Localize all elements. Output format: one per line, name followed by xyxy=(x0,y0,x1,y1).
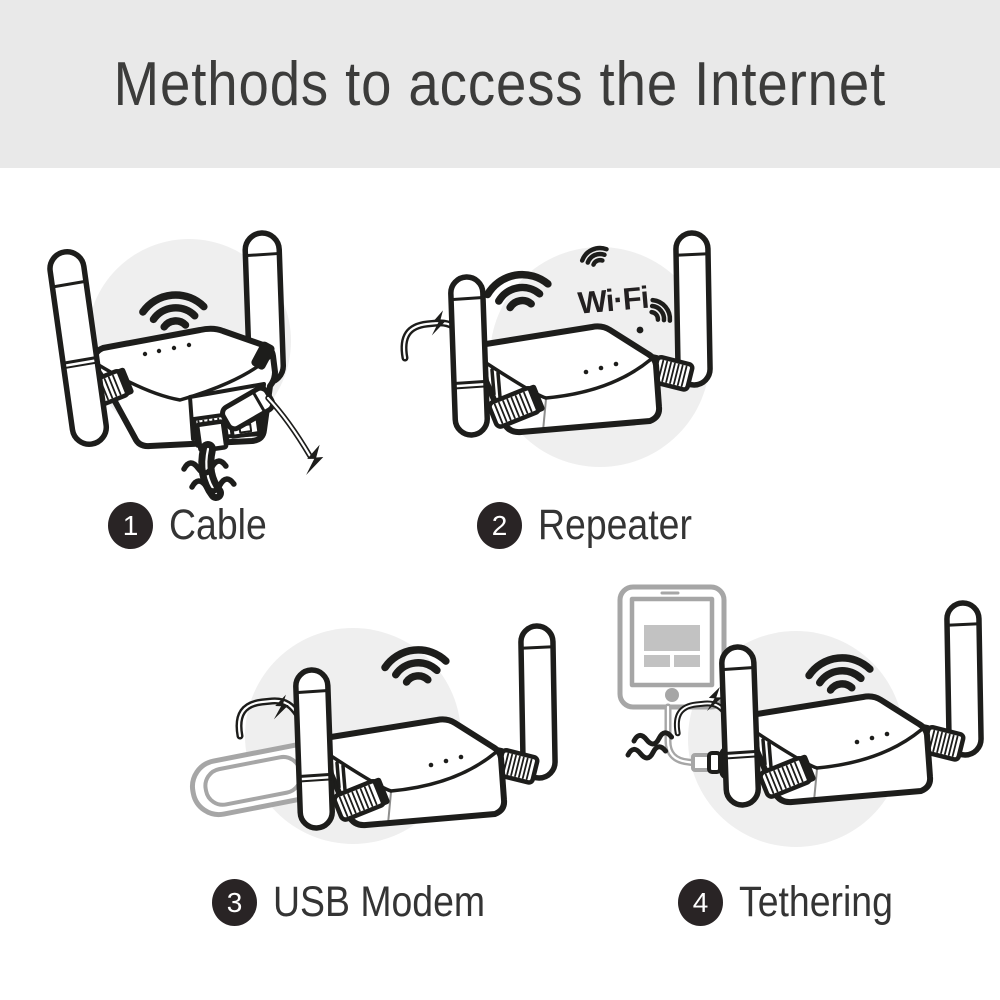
method-label-text: Tethering xyxy=(739,878,893,926)
title-bar: Methods to access the Internet xyxy=(0,0,1000,168)
wifi-logo-text: Wi·Fi xyxy=(576,280,649,321)
smartphone xyxy=(617,584,727,710)
illustration-repeater: Wi·Fi xyxy=(395,225,735,515)
method-number-badge: 3 xyxy=(212,879,257,926)
method-label-text: Cable xyxy=(169,501,267,549)
signal-waves xyxy=(627,746,666,760)
right-antenna-hinge xyxy=(251,341,275,370)
led-dots xyxy=(142,342,192,357)
home-button xyxy=(665,688,679,702)
method-label-text: Repeater xyxy=(538,501,692,549)
method-label-repeater: 2 Repeater xyxy=(477,501,715,550)
method-label-text: USB Modem xyxy=(273,878,486,926)
method-number-badge: 1 xyxy=(108,502,153,549)
method-number-badge: 2 xyxy=(477,502,522,549)
page-title: Methods to access the Internet xyxy=(113,49,887,119)
method-label-tethering: 4 Tethering xyxy=(678,878,916,927)
method-number-badge: 4 xyxy=(678,879,723,926)
method-label-usb-modem: 3 USB Modem xyxy=(212,878,517,927)
illustration-tethering xyxy=(598,583,988,908)
illustration-usb-modem xyxy=(178,608,563,908)
left-antenna xyxy=(47,249,110,447)
illustration-cable xyxy=(18,213,338,513)
wifi-logo: Wi·Fi xyxy=(576,244,674,334)
method-label-cable: 1 Cable xyxy=(108,501,281,550)
usb-power-plug xyxy=(220,385,313,459)
